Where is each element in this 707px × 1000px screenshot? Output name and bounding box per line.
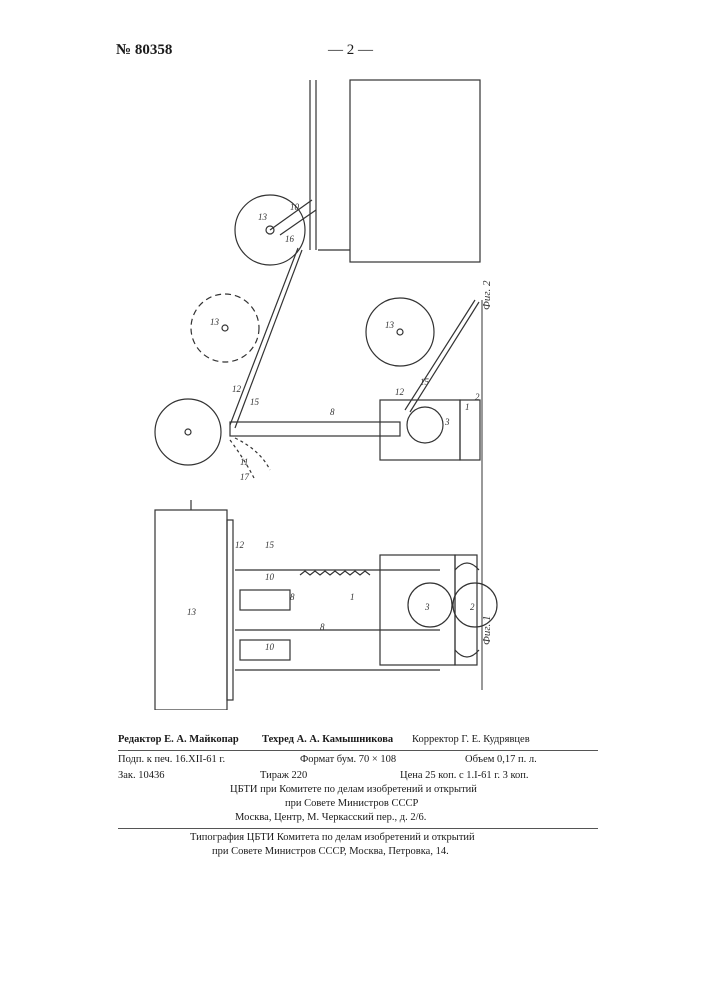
technical-drawing: 13 10 16 13 13 12 15 12 15 8 11 17 3 1 2… bbox=[80, 70, 500, 710]
svg-text:15: 15 bbox=[265, 540, 275, 550]
svg-text:8: 8 bbox=[330, 407, 335, 417]
svg-text:17: 17 bbox=[240, 472, 250, 482]
svg-text:15: 15 bbox=[250, 397, 260, 407]
corrector: Корректор Г. Е. Кудрявцев bbox=[412, 734, 530, 745]
svg-text:3: 3 bbox=[444, 417, 450, 427]
patent-number: № 80358 bbox=[116, 42, 172, 59]
price: Цена 25 коп. с 1.I-61 г. 3 коп. bbox=[400, 770, 529, 781]
svg-text:8: 8 bbox=[320, 622, 325, 632]
roll-dashed-2 bbox=[366, 298, 434, 366]
screw-rod bbox=[300, 571, 370, 575]
fig2-label: Фиг. 2 bbox=[481, 280, 493, 310]
upper-frame-box bbox=[350, 80, 480, 262]
order: Зак. 10436 bbox=[118, 770, 165, 781]
roll-dashed-1 bbox=[191, 294, 259, 362]
svg-text:2: 2 bbox=[475, 392, 480, 402]
svg-text:12: 12 bbox=[395, 387, 405, 397]
publisher-line1: ЦБТИ при Комитете по делам изобретений и… bbox=[230, 784, 477, 795]
publisher-line2: при Совете Министров СССР bbox=[285, 798, 418, 809]
bar-8 bbox=[230, 422, 400, 436]
footer-rule-1 bbox=[118, 750, 598, 751]
svg-text:15: 15 bbox=[420, 377, 430, 387]
fig1-label: Фиг. 1 bbox=[481, 616, 493, 646]
svg-text:12: 12 bbox=[235, 540, 245, 550]
svg-text:10: 10 bbox=[265, 642, 275, 652]
page-number: — 2 — bbox=[328, 42, 373, 59]
printer-line2: при Совете Министров СССР, Москва, Петро… bbox=[212, 846, 449, 857]
publisher-address: Москва, Центр, М. Черкасский пер., д. 2/… bbox=[235, 812, 426, 823]
roll-lower-left bbox=[155, 399, 221, 465]
footer-rule-2 bbox=[118, 828, 598, 829]
right-carriage bbox=[380, 400, 460, 460]
svg-text:10: 10 bbox=[290, 202, 300, 212]
print-run: Тираж 220 bbox=[260, 770, 307, 781]
drive-block bbox=[380, 555, 455, 665]
svg-text:13: 13 bbox=[187, 607, 197, 617]
svg-text:11: 11 bbox=[240, 457, 248, 467]
svg-text:2: 2 bbox=[470, 602, 475, 612]
svg-text:3: 3 bbox=[424, 602, 430, 612]
format: Формат бум. 70 × 108 bbox=[300, 754, 396, 765]
svg-text:10: 10 bbox=[265, 572, 275, 582]
printer-line1: Типография ЦБТИ Комитета по делам изобре… bbox=[190, 832, 475, 843]
svg-text:13: 13 bbox=[210, 317, 220, 327]
svg-text:1: 1 bbox=[350, 592, 355, 602]
editor: Редактор Е. А. Майкопар bbox=[118, 734, 239, 745]
svg-text:12: 12 bbox=[232, 384, 242, 394]
svg-text:16: 16 bbox=[285, 234, 295, 244]
svg-text:1: 1 bbox=[465, 402, 470, 412]
svg-text:13: 13 bbox=[258, 212, 268, 222]
techred: Техред А. А. Камышникова bbox=[262, 734, 393, 745]
signed: Подп. к печ. 16.XII-61 г. bbox=[118, 754, 225, 765]
svg-text:13: 13 bbox=[385, 320, 395, 330]
volume: Объем 0,17 п. л. bbox=[465, 754, 537, 765]
svg-text:8: 8 bbox=[290, 592, 295, 602]
